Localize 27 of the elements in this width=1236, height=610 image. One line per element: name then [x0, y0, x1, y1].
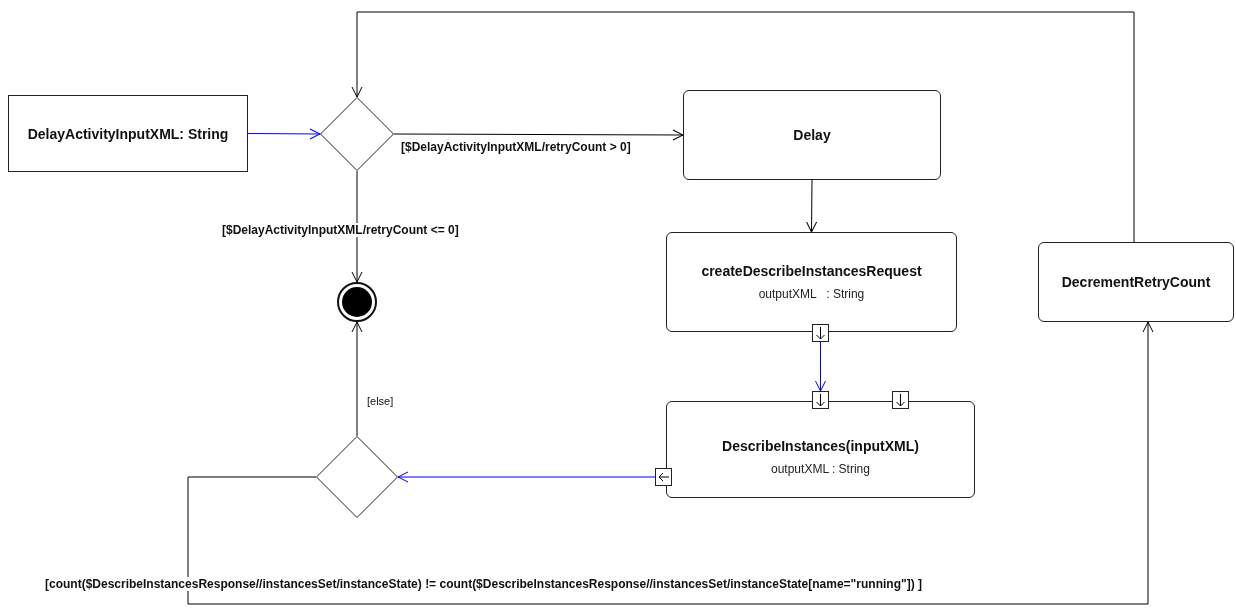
arrow	[393, 129, 684, 141]
arrow	[187, 321, 1154, 605]
arrow	[397, 471, 656, 483]
node-title: createDescribeInstancesRequest	[701, 263, 922, 279]
arrow	[806, 179, 818, 233]
action-box	[666, 401, 975, 498]
node-title: Delay	[793, 127, 831, 143]
pin-type-text: outputXML : String	[771, 461, 870, 476]
action-box	[683, 90, 941, 180]
edge-label: [else]	[366, 394, 395, 408]
node-title: DecrementRetryCount	[1061, 274, 1211, 290]
arrow	[351, 321, 363, 437]
edge-label: [$DelayActivityInputXML/retryCount <= 0]	[221, 223, 460, 237]
final-node	[337, 282, 377, 322]
arrow	[351, 11, 1135, 243]
action-box	[666, 232, 957, 332]
decision-diamond	[316, 436, 398, 518]
pin-type-text: outputXML : String	[758, 287, 865, 301]
node-title: DelayActivityInputXML: String	[27, 125, 229, 142]
decision-diamond	[320, 97, 394, 171]
arrow	[247, 128, 321, 140]
action-box	[1038, 242, 1234, 322]
arrow	[815, 341, 826, 392]
edge-label: [count($DescribeInstancesResponse//instancesSet/instanceState) != count($DescribeInstancesResponse//instancesSet/instanceState[name="running"]) ]	[44, 577, 923, 591]
edge-label: [$DelayActivityInputXML/retryCount > 0]	[400, 140, 632, 154]
node-title: DescribeInstances(inputXML)	[722, 437, 919, 454]
data-object-box	[8, 95, 248, 172]
